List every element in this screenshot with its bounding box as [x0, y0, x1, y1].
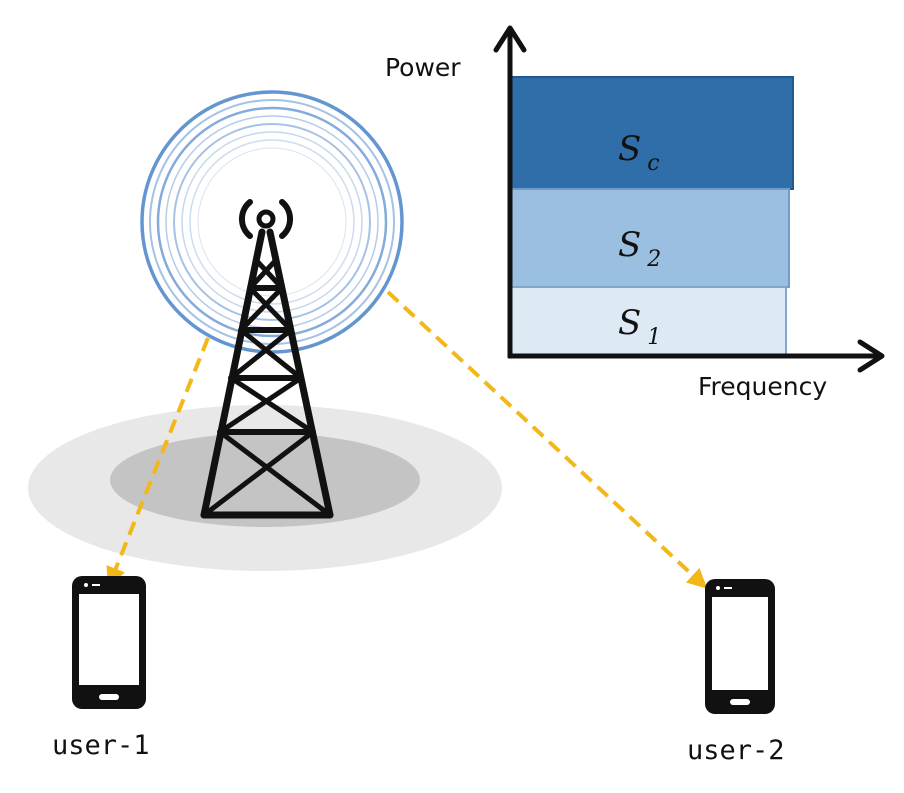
tower-right-leg: [266, 228, 334, 519]
phone-camera: [84, 583, 88, 587]
layer-symbol-s2: S: [618, 225, 641, 265]
beam-to-user-2: [386, 290, 708, 589]
coverage-area: [28, 405, 502, 571]
phone-screen: [79, 594, 139, 685]
user-2-label: user-2: [687, 735, 785, 766]
phone-camera: [716, 586, 720, 590]
phone-screen: [712, 597, 768, 690]
tower-lattice: [201, 257, 333, 518]
layer-label-s2: S 2: [618, 225, 661, 272]
layer-label-s1: S 1: [618, 303, 661, 350]
layer-block-sc: [509, 76, 794, 190]
user-1-label: user-1: [52, 730, 150, 761]
antenna-wave-right: [279, 199, 294, 239]
y-axis-label: Power: [385, 53, 461, 82]
power-frequency-chart: Power Frequency S c S 2 S 1: [385, 25, 885, 401]
coverage-inner-ellipse: [110, 433, 420, 527]
x-axis-arrowhead: [857, 339, 885, 373]
phone-home-button: [99, 694, 119, 700]
layer-subscript-sc: c: [647, 151, 659, 176]
layer-label-sc: S c: [618, 129, 660, 176]
antenna-wave-left: [238, 199, 253, 239]
layer-block-s2: [509, 188, 790, 288]
user-1-phone: [72, 576, 146, 709]
beams: [106, 290, 708, 589]
user-2-phone: [705, 579, 775, 714]
antenna-tip: [256, 209, 276, 229]
phone-speaker: [724, 587, 732, 589]
x-axis-label: Frequency: [698, 372, 827, 401]
tower-icon: [200, 199, 334, 519]
layer-symbol-s1: S: [618, 303, 641, 343]
phone-speaker: [92, 584, 100, 586]
layer-block-s1: [509, 286, 787, 356]
layer-subscript-s1: 1: [647, 325, 661, 350]
tower-struts: [217, 285, 316, 435]
y-axis-arrowhead: [493, 25, 527, 53]
phone-home-button: [730, 699, 750, 705]
layer-subscript-s2: 2: [646, 247, 661, 272]
layer-symbol-sc: S: [618, 129, 641, 169]
